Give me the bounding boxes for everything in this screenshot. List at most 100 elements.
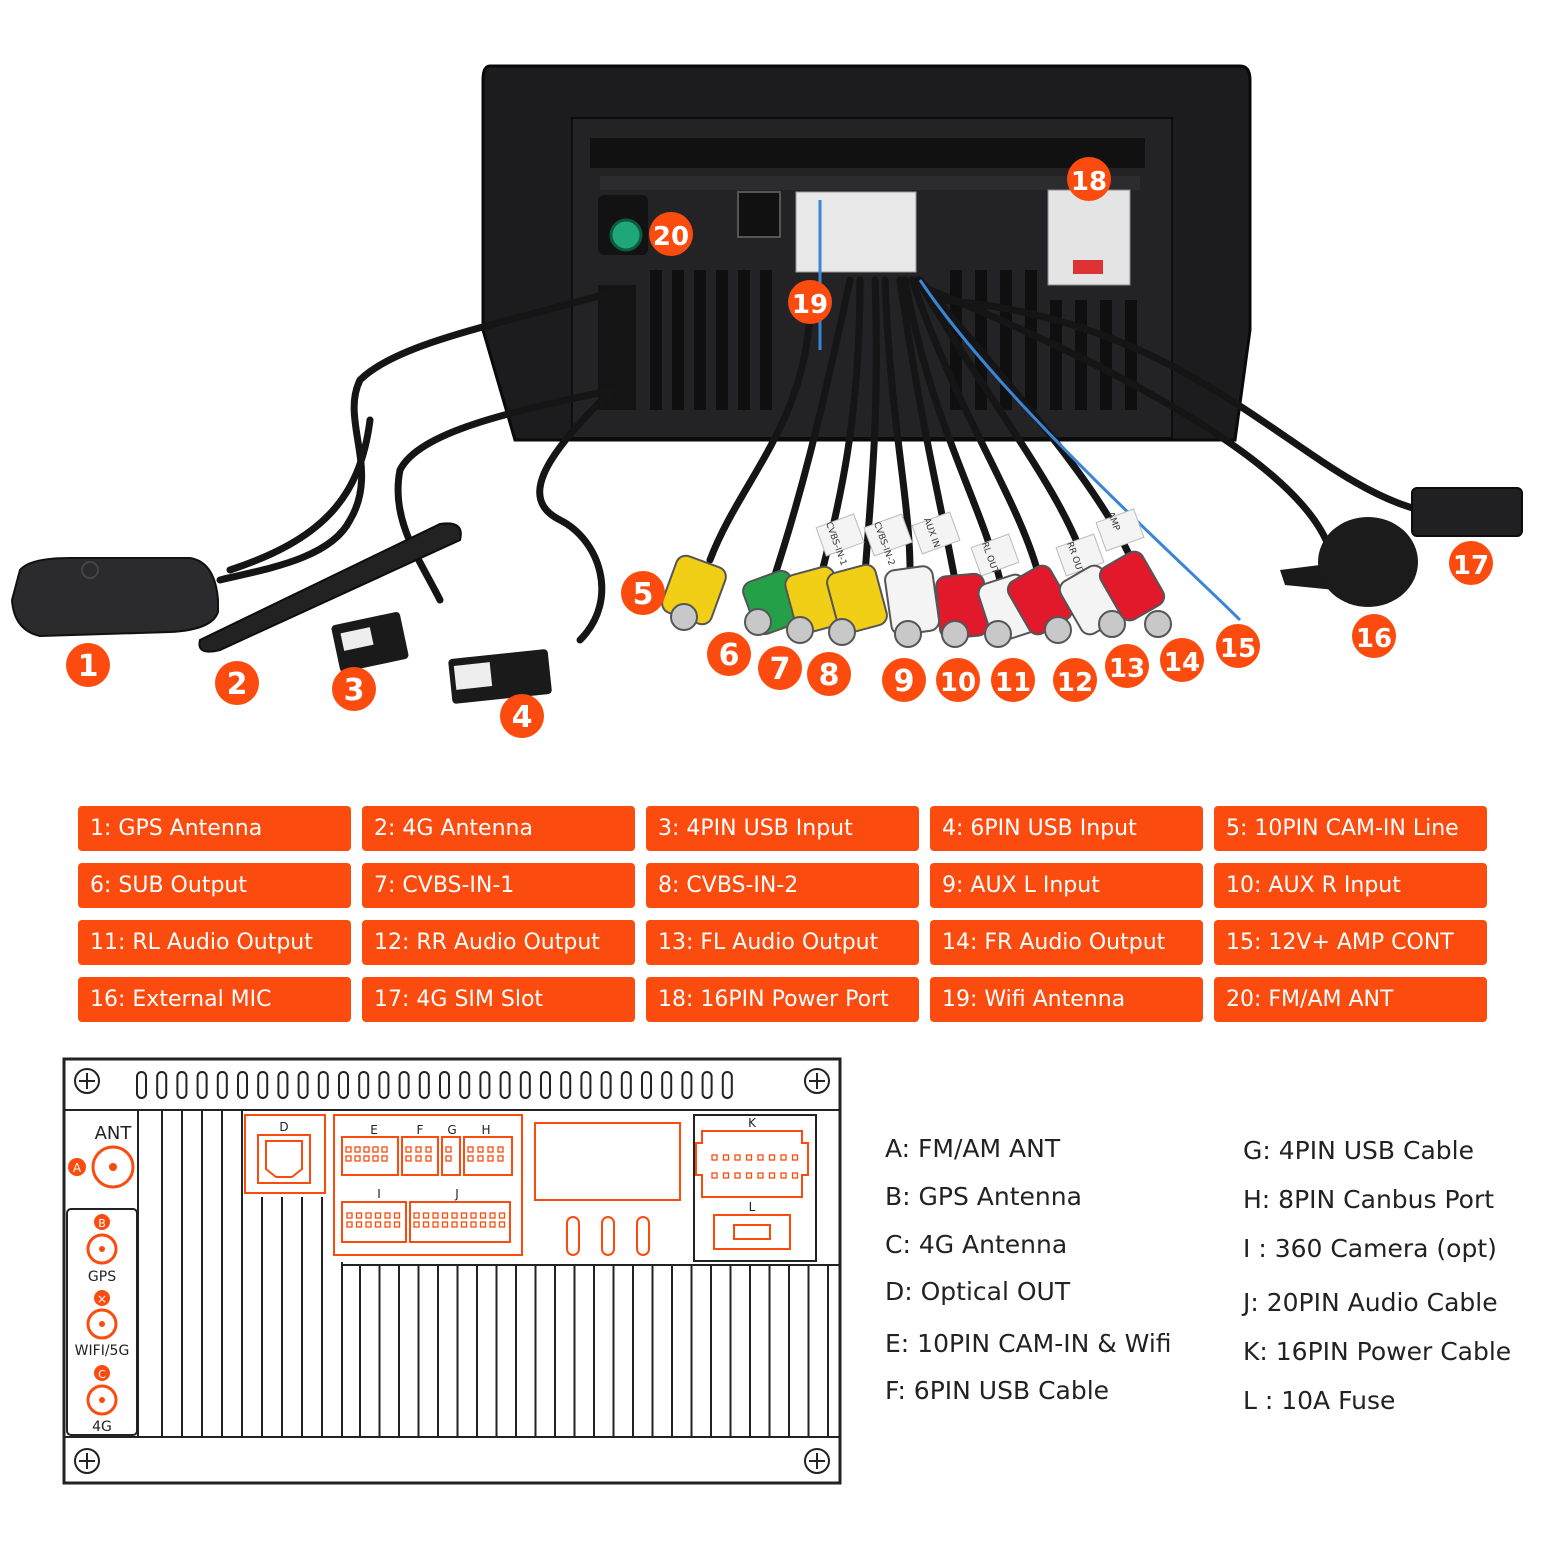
legend-item-aux-r-input: 10: AUX R Input: [1214, 863, 1487, 908]
pin: [405, 1146, 412, 1153]
pin: [405, 1155, 412, 1162]
pin: [384, 1221, 391, 1228]
callout-1: 1: [78, 649, 99, 684]
connector-label-l: L: [749, 1200, 756, 1214]
key-item-f: F: 6PIN USB Cable: [885, 1376, 1110, 1405]
power-pin: [768, 1154, 776, 1161]
cable-bundle: [216, 276, 1424, 644]
pin: [487, 1155, 494, 1162]
vent-slot: [378, 1071, 390, 1099]
pin: [365, 1212, 372, 1219]
vent-slot: [620, 1071, 632, 1099]
panel-screws: [74, 1068, 830, 1474]
pin: [445, 1155, 452, 1162]
connector-k-pins: [711, 1154, 799, 1179]
power-pin: [780, 1172, 787, 1179]
gps-antenna: [10, 557, 219, 638]
vent-slot: [519, 1071, 531, 1099]
vent-slot: [358, 1071, 370, 1099]
pin: [413, 1212, 420, 1219]
connector-label-e: E: [370, 1123, 378, 1137]
port-label-gps: GPS: [88, 1269, 116, 1285]
center-module: [534, 1122, 681, 1256]
pin: [372, 1146, 379, 1153]
port-label-4g: 4G: [92, 1419, 112, 1435]
pin: [425, 1146, 432, 1153]
vent-slot: [439, 1071, 450, 1099]
connector-block-efghij: [333, 1114, 523, 1256]
port-badge-wifi: ×: [97, 1292, 107, 1306]
pin: [441, 1212, 449, 1219]
callout-5: 5: [633, 577, 654, 612]
power-pin: [757, 1154, 764, 1161]
pin: [415, 1146, 422, 1153]
callout-6: 6: [719, 638, 740, 673]
callout-7: 7: [770, 652, 791, 687]
legend-item-12v-amp-cont: 15: 12V+ AMP CONT: [1214, 920, 1487, 965]
legend-item-external-mic: 16: External MIC: [78, 977, 351, 1022]
power-pin: [711, 1154, 718, 1161]
pin: [432, 1212, 439, 1219]
pin: [467, 1146, 474, 1153]
key-item-i: I : 360 Camera (opt): [1243, 1234, 1497, 1263]
pin: [479, 1221, 487, 1228]
legend-item-cvbs-in-2: 8: CVBS-IN-2: [646, 863, 919, 908]
pin: [489, 1212, 496, 1219]
vent-slot: [681, 1071, 693, 1099]
vent-slot: [641, 1071, 652, 1099]
lower-heat-sink-bars: [342, 1264, 840, 1437]
legend-item-10pin-cam-in-line: 5: 10PIN CAM-IN Line: [1214, 806, 1487, 851]
pin: [363, 1155, 370, 1162]
vent-slot: [237, 1071, 248, 1099]
legend-item-6pin-usb-input: 4: 6PIN USB Input: [930, 806, 1203, 851]
usb-4pin-connector: [331, 611, 409, 673]
legend-item-4g-antenna: 2: 4G Antenna: [362, 806, 635, 851]
legend-item-rr-audio-output: 12: RR Audio Output: [362, 920, 635, 965]
callout-14: 14: [1164, 648, 1200, 678]
legend-item-sub-output: 6: SUB Output: [78, 863, 351, 908]
legend-item-wifi-antenna: 19: Wifi Antenna: [930, 977, 1203, 1022]
key-item-l: L : 10A Fuse: [1243, 1386, 1396, 1415]
vent-slot: [661, 1071, 673, 1099]
pin: [381, 1146, 388, 1153]
sim-slot-module: [1411, 487, 1523, 537]
vent-slot: [600, 1071, 612, 1099]
pin: [432, 1221, 439, 1228]
connector-label-f: F: [417, 1123, 424, 1137]
callout-19: 19: [792, 290, 828, 320]
legend-item-4pin-usb-input: 3: 4PIN USB Input: [646, 806, 919, 851]
power-pin: [768, 1172, 776, 1179]
pin: [393, 1212, 401, 1219]
callout-8: 8: [819, 658, 840, 693]
callout-18: 18: [1071, 167, 1107, 197]
legend-grid: 1: GPS Antenna 2: 4G Antenna 3: 4PIN USB…: [78, 806, 1490, 1022]
port-label-wifi-5g: WIFI/5G: [75, 1343, 130, 1359]
callout-20: 20: [653, 222, 689, 252]
back-panel-schematic: ANT A B GPS × WIFI/5G C 4G D E F G H I J: [62, 1057, 842, 1485]
callout-13: 13: [1109, 654, 1145, 684]
usb-6pin-connector: [448, 649, 552, 704]
cable-tags: [815, 508, 1145, 577]
pin: [365, 1221, 372, 1228]
pin: [372, 1155, 379, 1162]
pin: [425, 1155, 432, 1162]
vent-slot: [721, 1071, 733, 1099]
legend-item-fr-audio-output: 14: FR Audio Output: [930, 920, 1203, 965]
connector-label-g: G: [447, 1123, 456, 1137]
vent-slot: [499, 1071, 511, 1099]
key-item-k: K: 16PIN Power Cable: [1243, 1337, 1512, 1366]
callout-4: 4: [512, 700, 533, 735]
pin: [470, 1212, 477, 1219]
pin: [489, 1221, 496, 1228]
pin: [477, 1155, 484, 1162]
callout-15: 15: [1220, 634, 1256, 664]
pin: [374, 1221, 382, 1228]
pin: [346, 1212, 353, 1219]
pin: [384, 1212, 391, 1219]
pin: [363, 1146, 370, 1153]
vent-slot: [136, 1071, 147, 1099]
4g-antenna: [198, 522, 462, 653]
port-badge-b: B: [98, 1217, 106, 1230]
callout-16: 16: [1356, 624, 1392, 654]
key-item-h: H: 8PIN Canbus Port: [1243, 1185, 1495, 1214]
